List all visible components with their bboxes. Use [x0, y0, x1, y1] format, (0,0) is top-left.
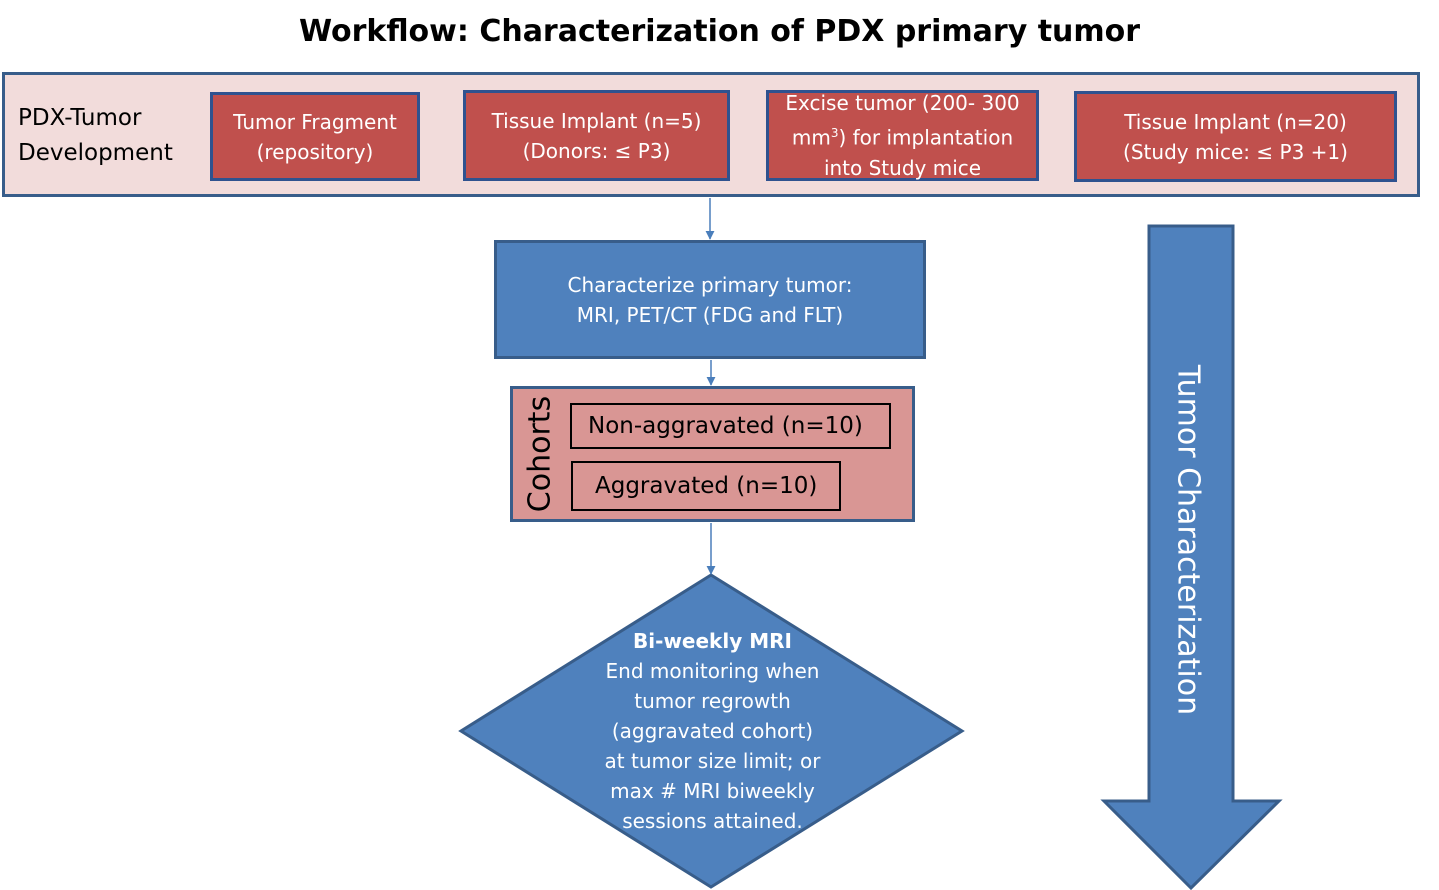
cohorts-label: Cohorts — [512, 386, 568, 522]
monitoring-text: Bi-weekly MRI End monitoring when tumor … — [560, 626, 865, 836]
tumor-characterization-text: Tumor Characterization — [1170, 364, 1206, 716]
step-label: Tumor Fragment — [233, 109, 397, 134]
step-label: Tissue Implant (n=5) — [491, 108, 702, 133]
characterize-box: Characterize primary tumor: MRI, PET/CT … — [494, 240, 926, 359]
monitoring-line: at tumor size limit; or — [604, 749, 821, 773]
characterize-line2: MRI, PET/CT (FDG and FLT) — [576, 302, 844, 327]
step-tumor-fragment: Tumor Fragment (repository) — [210, 92, 420, 181]
step-label: into Study mice — [823, 155, 982, 180]
step-label: (Donors: ≤ P3) — [522, 138, 671, 163]
development-label-line2: Development — [18, 140, 173, 166]
step-label: Tissue Implant (n=20) — [1124, 109, 1347, 134]
cohort-non-aggravated: Non-aggravated (n=10) — [570, 403, 891, 449]
monitoring-line: End monitoring when — [605, 659, 820, 683]
step-tissue-implant-donors: Tissue Implant (n=5) (Donors: ≤ P3) — [463, 90, 730, 181]
step-label: Excise tumor (200- 300 — [785, 91, 1020, 116]
monitoring-heading: Bi-weekly MRI — [633, 629, 792, 653]
characterize-line1: Characterize primary tumor: — [567, 272, 853, 297]
step-label: (Study mice: ≤ P3 +1) — [1123, 139, 1348, 164]
monitoring-line: tumor regrowth — [634, 689, 791, 713]
development-label: PDX-Tumor Development — [18, 101, 208, 171]
step-unit-exponent: 3 — [830, 126, 839, 141]
cohorts-label-text: Cohorts — [522, 395, 558, 513]
monitoring-line: sessions attained. — [622, 809, 803, 833]
tumor-characterization-arrow — [1100, 224, 1283, 890]
step-unit: mm — [791, 125, 831, 150]
tumor-characterization-label: Tumor Characterization — [1153, 310, 1223, 770]
monitoring-diamond — [458, 573, 965, 889]
cohort-aggravated: Aggravated (n=10) — [571, 461, 841, 511]
diagram-title: Workflow: Characterization of PDX primar… — [298, 14, 1141, 49]
step-excise-tumor: Excise tumor (200- 300 mm3) for implanta… — [766, 90, 1039, 181]
monitoring-line: (aggravated cohort) — [611, 719, 814, 743]
step-label: (repository) — [256, 139, 374, 164]
development-label-line1: PDX-Tumor — [18, 105, 142, 131]
monitoring-line: max # MRI biweekly — [610, 779, 815, 803]
step-label: mm3) for implantation — [785, 118, 1019, 153]
step-tissue-implant-study: Tissue Implant (n=20) (Study mice: ≤ P3 … — [1074, 91, 1397, 182]
step-label-rest: ) for implantation — [838, 125, 1014, 150]
